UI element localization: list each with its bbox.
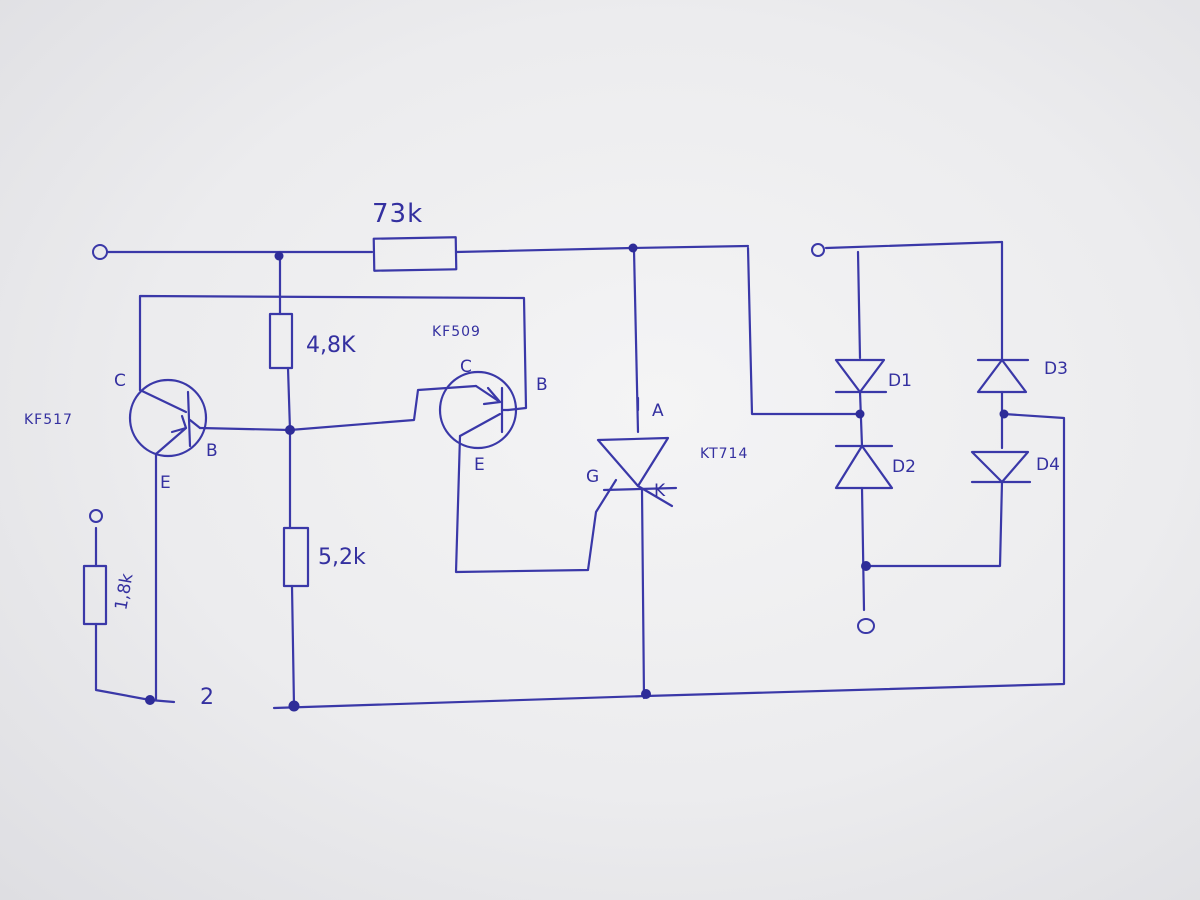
label-terminal-2: 2	[200, 685, 214, 710]
diode-d4	[970, 450, 1032, 484]
thyristor-kt714	[596, 396, 678, 508]
input-terminal-left	[89, 509, 103, 523]
transistor-kf509	[438, 370, 518, 450]
label-73k: 73k	[372, 199, 423, 229]
junction-dots	[145, 243, 1009, 712]
label-kf509-base: B	[536, 375, 548, 395]
label-thyristor-gate: G	[586, 467, 599, 487]
label-1-8k: 1,8k	[111, 572, 137, 612]
resistor-5-2k	[282, 526, 310, 588]
label-kf509-collector: C	[460, 357, 472, 377]
label-d1: D1	[888, 371, 912, 391]
label-5-2k: 5,2k	[318, 545, 366, 570]
resistor-73k	[372, 236, 458, 272]
output-terminal-bottom	[857, 618, 875, 634]
output-terminal-top	[811, 243, 825, 257]
label-kf517: KF517	[24, 412, 73, 428]
diode-d1	[834, 358, 888, 394]
resistor-1-8k	[82, 564, 108, 626]
label-kf517-collector: C	[114, 371, 126, 391]
label-kf517-base: B	[206, 441, 218, 461]
label-kt714: KT714	[700, 446, 748, 462]
diode-d3	[976, 358, 1030, 394]
label-thyristor-anode: A	[652, 401, 664, 421]
diode-d2	[834, 444, 894, 490]
resistor-4-8k	[268, 312, 294, 370]
transistor-kf517	[128, 378, 208, 458]
label-kf517-emitter: E	[160, 473, 171, 493]
label-thyristor-cathode: K	[654, 481, 666, 501]
label-d2: D2	[892, 457, 916, 477]
wires	[94, 240, 1066, 710]
label-d3: D3	[1044, 359, 1068, 379]
label-kf509-emitter: E	[474, 455, 485, 475]
label-kf509: KF509	[432, 324, 481, 340]
label-d4: D4	[1036, 455, 1060, 475]
input-terminal-top	[92, 244, 108, 260]
label-4-8k: 4,8K	[306, 333, 356, 358]
